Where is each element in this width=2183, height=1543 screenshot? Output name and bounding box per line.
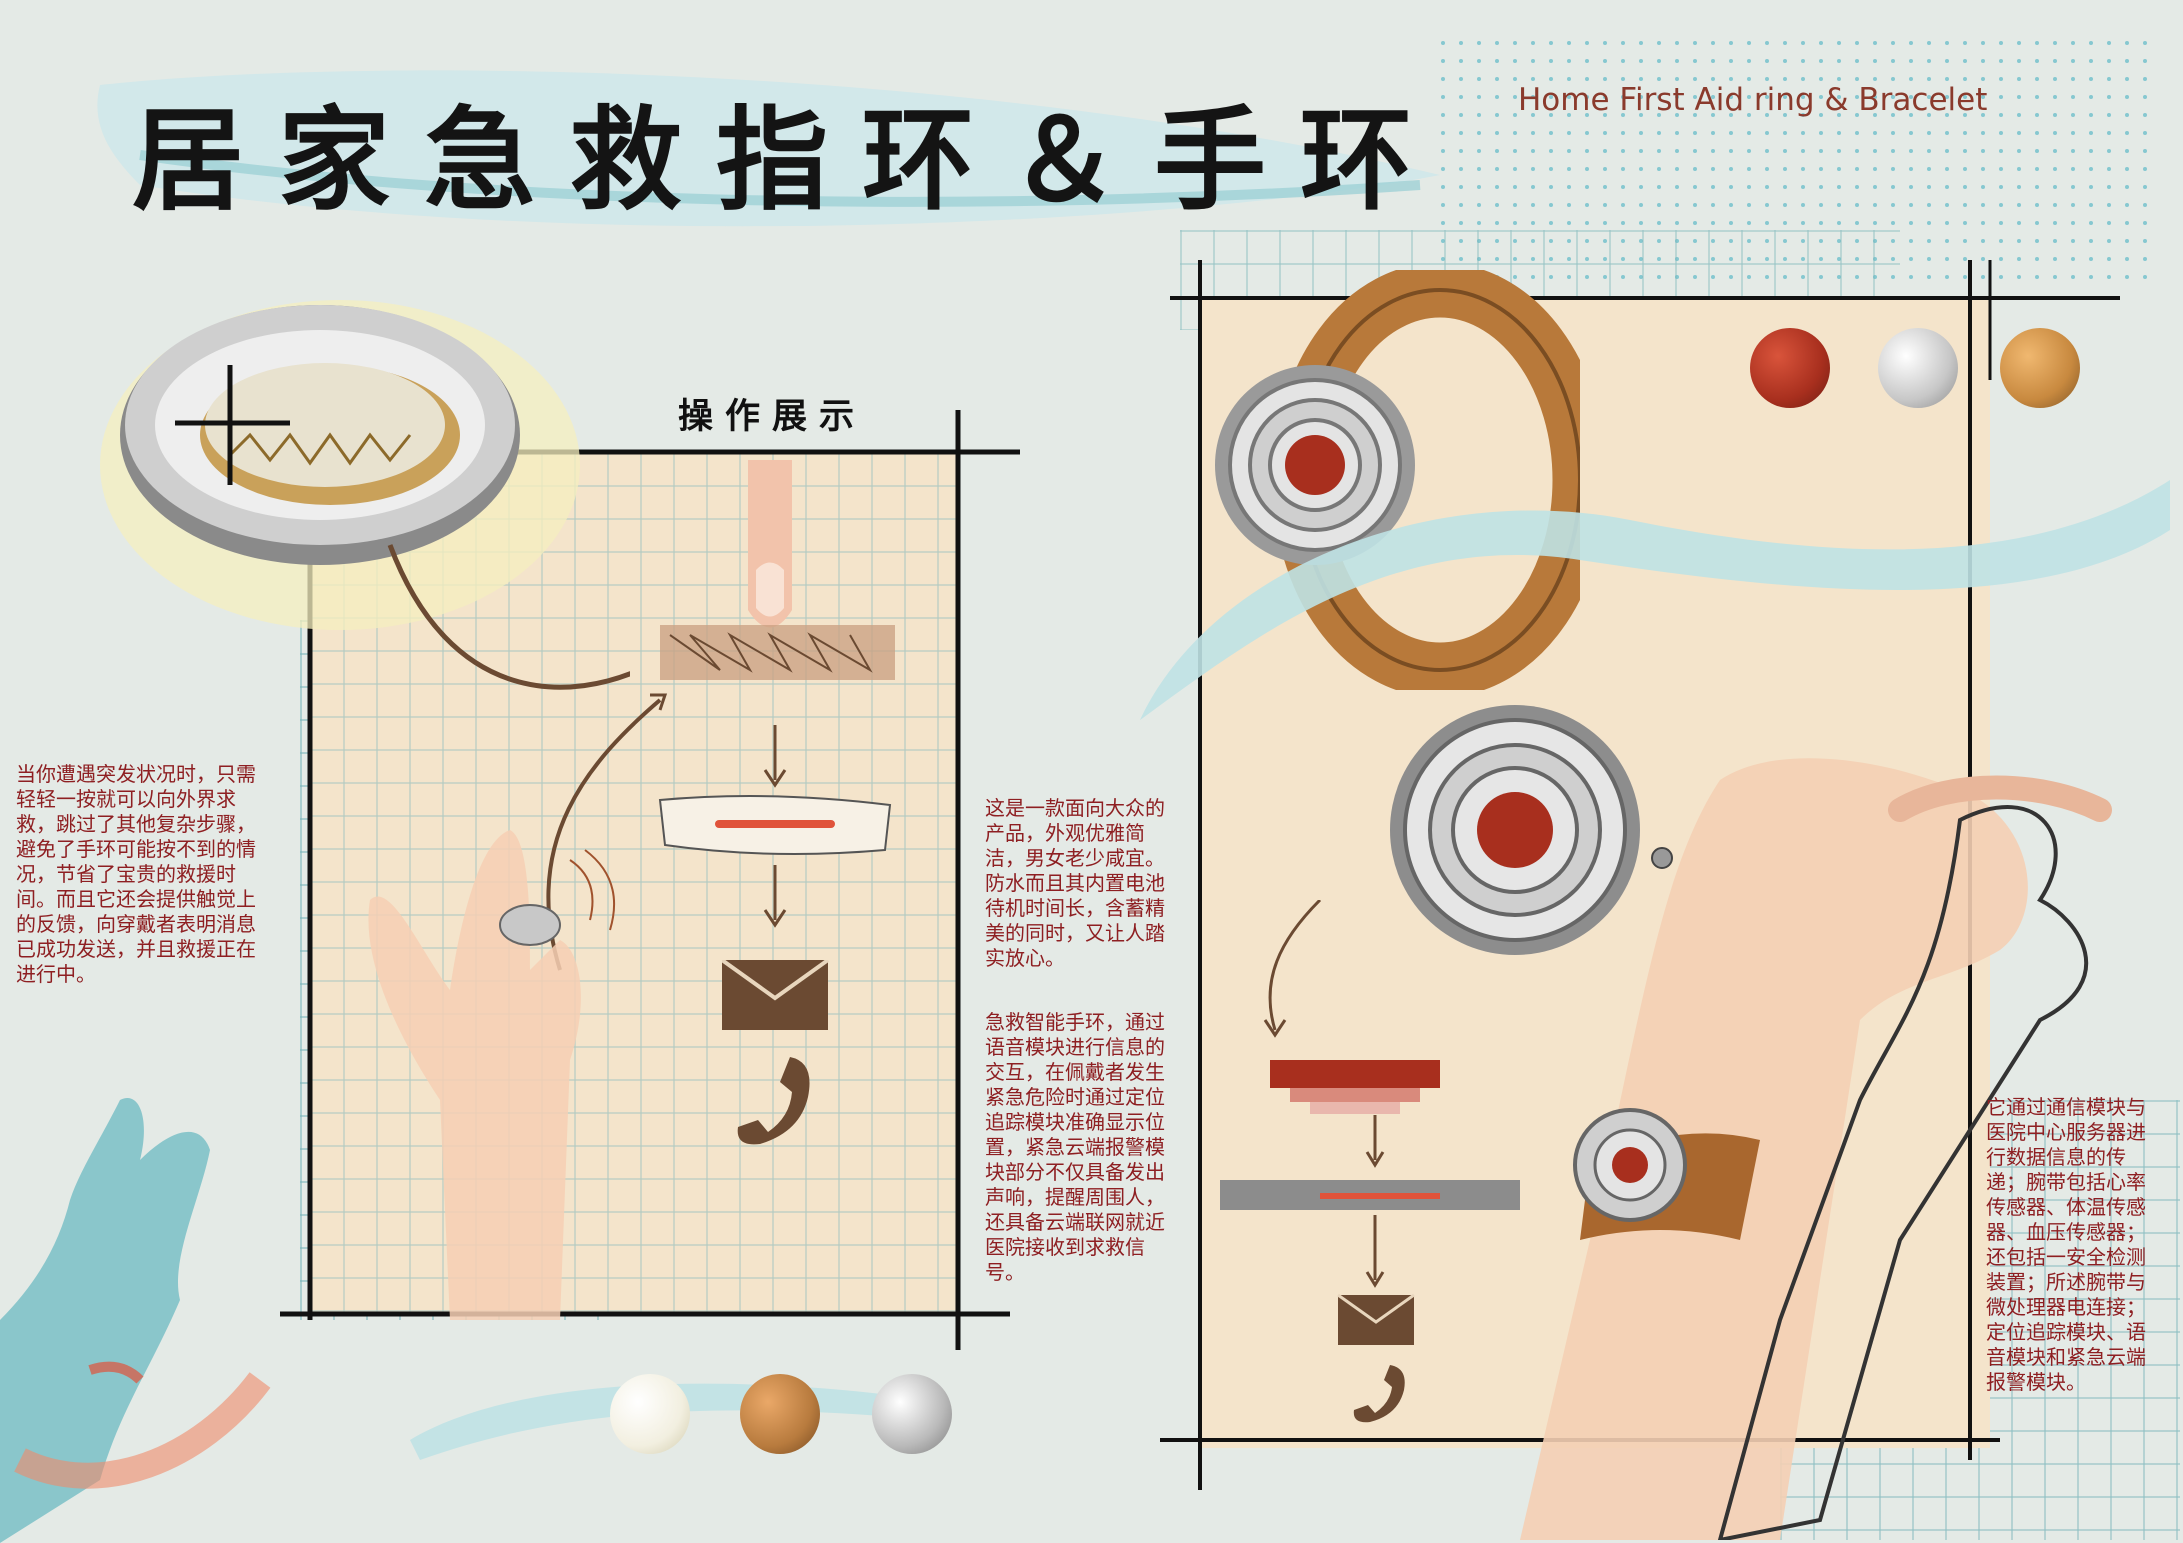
bracelet-product-icon [1215,270,1580,690]
ring-band-flat [658,795,892,855]
swatch-red [1750,328,1830,408]
swatch-wood [2000,328,2080,408]
ring-product [100,300,630,690]
swatch-brown [740,1374,820,1454]
arm-with-bracelet [1520,758,2112,1540]
dotted-pattern [1440,40,2160,290]
middle-description-top: 这是一款面向大众的 产品，外观优雅简 洁，男女老少咸宜。 防水而且其内置电池 待… [985,796,1165,970]
fabric-pad [660,625,895,680]
left-description: 当你遭遇突发状况时，只需 轻轻一按就可以向外界求 救，跳过了其他复杂步骤， 避免… [16,762,256,986]
right-description: 它通过通信模块与 医院中心服务器进 行数据信息的传 递；腕带包括心率 传感器、体… [1986,1095,2146,1394]
phone-handset-icon [737,1057,810,1145]
hand-with-ring-icon [368,830,616,1320]
bracelet-flow-diagram [1220,900,1520,1423]
swatch-cream [610,1374,690,1454]
swatch-silver [1878,328,1958,408]
finger-press-icon [748,460,792,628]
teal-brush-stroke [1140,480,2170,720]
section-title: 操作展示 [678,397,867,437]
swatch-grey [872,1374,952,1454]
page-title: 居家急救指环＆手环 [132,95,1446,226]
page-subtitle: Home First Aid ring & Bracelet [1518,82,1988,118]
middle-description-bottom: 急救智能手环，通过 语音模块进行信息的 交互，在佩戴者发生 紧急危险时通过定位 … [985,1010,1165,1284]
dial-detail [1390,705,1673,955]
decorative-hand-bottom-left [0,1098,271,1543]
envelope-icon [722,960,830,1030]
title-brush-stroke [97,70,1441,227]
